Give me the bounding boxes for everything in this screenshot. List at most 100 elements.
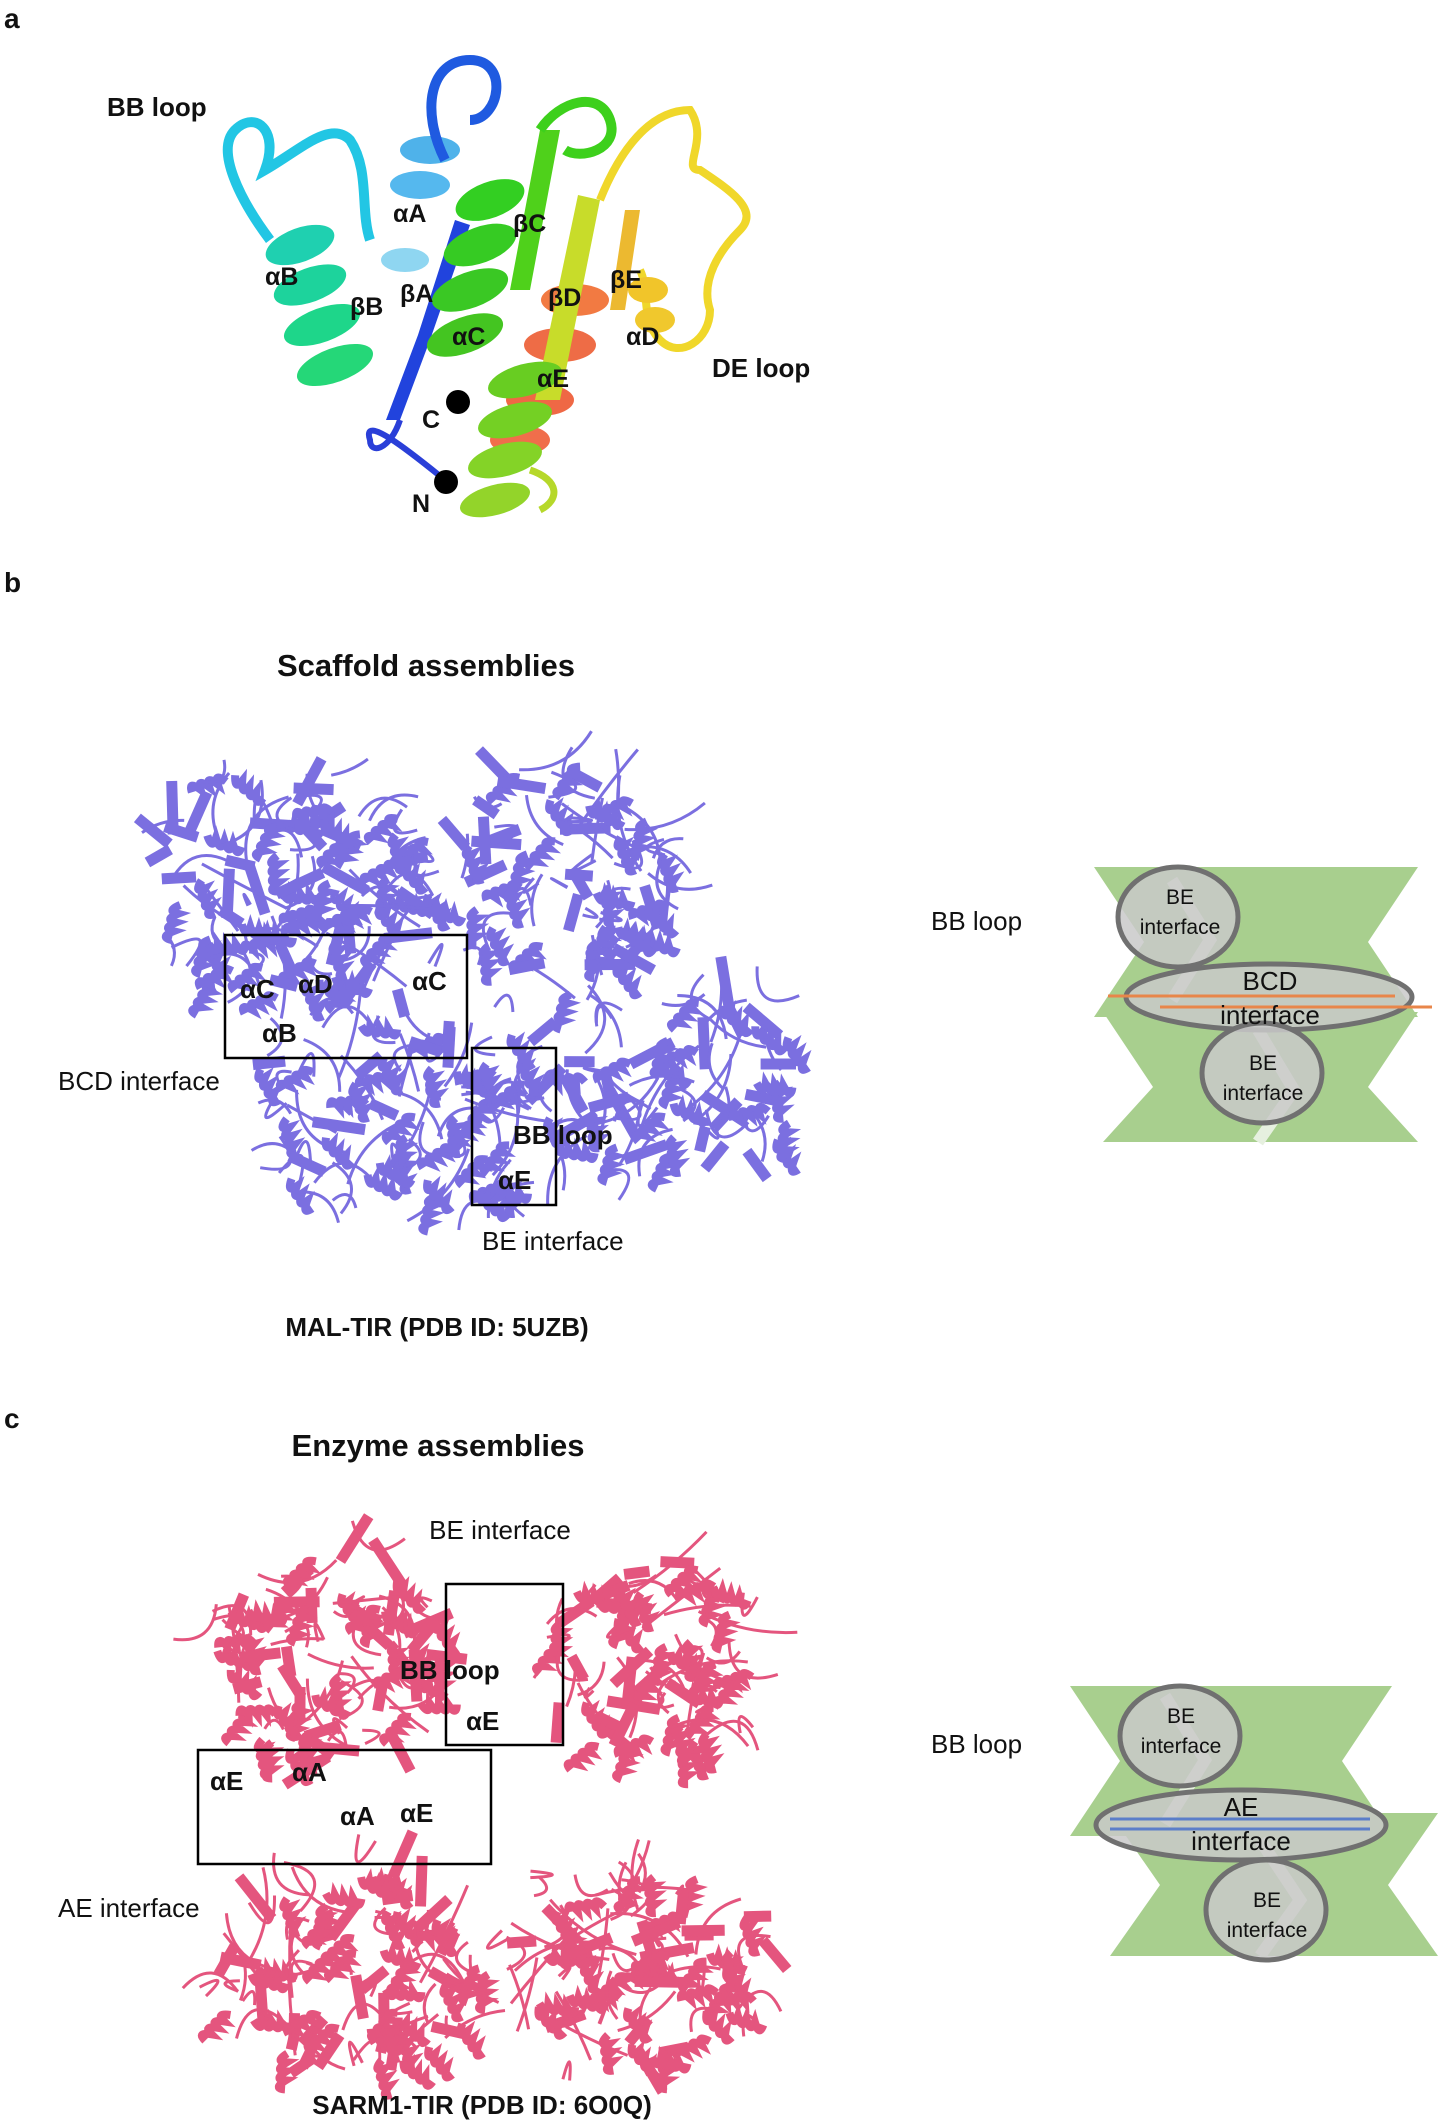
coil-ribbon-segment: [567, 816, 593, 824]
top-loop-coil: [426, 54, 502, 163]
coil-ribbon-segment: [741, 2013, 763, 2037]
helix-ribbon-segment: [666, 1643, 706, 1679]
strand-ribbon-segment: [161, 871, 197, 885]
coil-ribbon-segment: [381, 1606, 402, 1663]
strand-ribbon-segment: [311, 1116, 366, 1136]
helix-ribbon-segment: [345, 1604, 384, 1636]
coil-ribbon-segment: [181, 1971, 240, 1993]
helix-ribbon-segment: [423, 1175, 455, 1215]
strand-ribbon-segment: [408, 1036, 443, 1058]
coil-ribbon-segment: [613, 1099, 652, 1122]
strand-ribbon-segment: [608, 1701, 640, 1749]
coil-ribbon-segment: [198, 1978, 220, 1998]
helix-ribbon-segment: [600, 884, 625, 928]
strand-ribbon-segment: [472, 795, 500, 820]
coil-ribbon-segment: [599, 1168, 631, 1201]
panel-c-title: Enzyme assemblies: [292, 1428, 585, 1463]
coil-ribbon-segment: [628, 1579, 680, 1603]
helix-ribbon-segment: [648, 2045, 692, 2074]
coil-ribbon-segment: [313, 1621, 326, 1643]
helix-alpha-d: [628, 277, 675, 333]
b-schematic-center-line1: BCD: [1243, 966, 1298, 996]
enzyme-schematic: [1070, 1683, 1438, 1963]
c-schematic-center-line1: AE: [1224, 1792, 1259, 1822]
coil-ribbon-segment: [508, 1964, 531, 2030]
c-term-coil: [528, 466, 558, 514]
helix-ribbon-segment: [237, 914, 280, 945]
b-schematic-be-bottom-line1: BE: [1249, 1052, 1277, 1075]
helix-ribbon-segment: [323, 1949, 362, 1984]
c-label-alpha-e-right: αE: [400, 1798, 433, 1828]
strand-ribbon-segment: [508, 957, 546, 976]
coil-ribbon-segment: [616, 1656, 639, 1739]
helix-ribbon-segment: [629, 817, 658, 861]
coil-ribbon-segment: [350, 1655, 430, 1734]
helix-ribbon-segment: [424, 2042, 455, 2082]
strand-ribbon-segment: [559, 1074, 589, 1115]
coil-ribbon-segment: [554, 1990, 592, 2061]
coil-ribbon-segment: [372, 940, 393, 982]
c-label-bb-loop: BB loop: [400, 1655, 500, 1685]
coil-ribbon-segment: [637, 1127, 673, 1177]
helix-ribbon-segment: [564, 1897, 608, 1923]
helix-ribbon-segment: [597, 1143, 628, 1186]
b-label-be-interface: BE interface: [482, 1226, 624, 1256]
helix-ribbon-segment: [286, 1605, 318, 1647]
coil-ribbon-segment: [582, 906, 599, 919]
strand-ribbon-segment: [368, 1536, 407, 1589]
coil-ribbon-segment: [481, 911, 519, 952]
strand-ribbon-segment: [547, 1109, 600, 1147]
coil-ribbon-segment: [461, 1085, 487, 1097]
coil-ribbon-segment: [245, 1867, 269, 1966]
coil-ribbon-segment: [624, 801, 706, 832]
label-beta-a: βA: [400, 280, 433, 308]
coil-ribbon-segment: [172, 854, 228, 877]
coil-ribbon-segment: [173, 1604, 218, 1642]
coil-ribbon-segment: [201, 952, 261, 986]
strand-ribbon-segment: [387, 1829, 418, 1881]
helix-ribbon-segment: [576, 1953, 605, 1994]
coil-ribbon-segment: [651, 837, 684, 859]
coil-ribbon-segment: [577, 1661, 606, 1697]
helix-ribbon-segment: [643, 1873, 668, 1918]
strand-ribbon-segment: [224, 854, 256, 873]
helix-ribbon-segment: [721, 1949, 746, 1993]
c-label-alpha-a-low: αA: [340, 1801, 375, 1831]
helix-ribbon-segment: [261, 1739, 285, 1783]
coil-ribbon-segment: [538, 1074, 553, 1113]
strand-ribbon-segment: [358, 1965, 390, 1994]
strand-ribbon-segment: [335, 1513, 374, 1564]
helix-ribbon-segment: [508, 850, 538, 893]
helix-ribbon-segment: [466, 906, 490, 950]
helix-ribbon-segment: [664, 1565, 703, 1598]
coil-ribbon-segment: [201, 862, 288, 910]
coil-ribbon-segment: [202, 759, 227, 784]
strand-ribbon-segment: [293, 782, 334, 796]
b-label-bb-loop: BB loop: [513, 1120, 613, 1150]
coil-ribbon-segment: [641, 1044, 700, 1125]
coil-ribbon-segment: [339, 1054, 384, 1121]
strand-ribbon-segment: [758, 1936, 792, 1974]
helix-ribbon-segment: [417, 1691, 461, 1715]
strand-ribbon-segment: [550, 1702, 565, 1744]
strand-ribbon-segment: [660, 1556, 695, 1569]
strand-ribbon-segment: [287, 2052, 318, 2078]
helix-ribbon-segment: [598, 2032, 624, 2075]
b-label-alpha-c-left: αC: [240, 974, 275, 1004]
coil-ribbon-segment: [525, 794, 564, 846]
strand-beta-c: [510, 130, 560, 290]
strand-ribbon-segment: [630, 1917, 682, 1947]
coil-ribbon-segment: [303, 2031, 346, 2071]
strand-ribbon-segment: [297, 2015, 329, 2048]
c-label-ae-interface: AE interface: [58, 1893, 200, 1923]
panel-c-caption: SARM1-TIR (PDB ID: 6O0Q): [312, 2090, 651, 2120]
panel-b-title: Scaffold assemblies: [277, 648, 575, 683]
helix-ribbon-segment: [247, 1963, 290, 1994]
strand-ribbon-segment: [268, 974, 299, 992]
c-terminus-dot: [446, 390, 470, 414]
coil-ribbon-segment: [557, 1965, 572, 1981]
coil-ribbon-segment: [242, 892, 252, 907]
helix-ribbon-segment: [630, 1950, 672, 1979]
coil-ribbon-segment: [583, 1687, 595, 1699]
helix-ribbon-segment: [719, 999, 754, 1038]
